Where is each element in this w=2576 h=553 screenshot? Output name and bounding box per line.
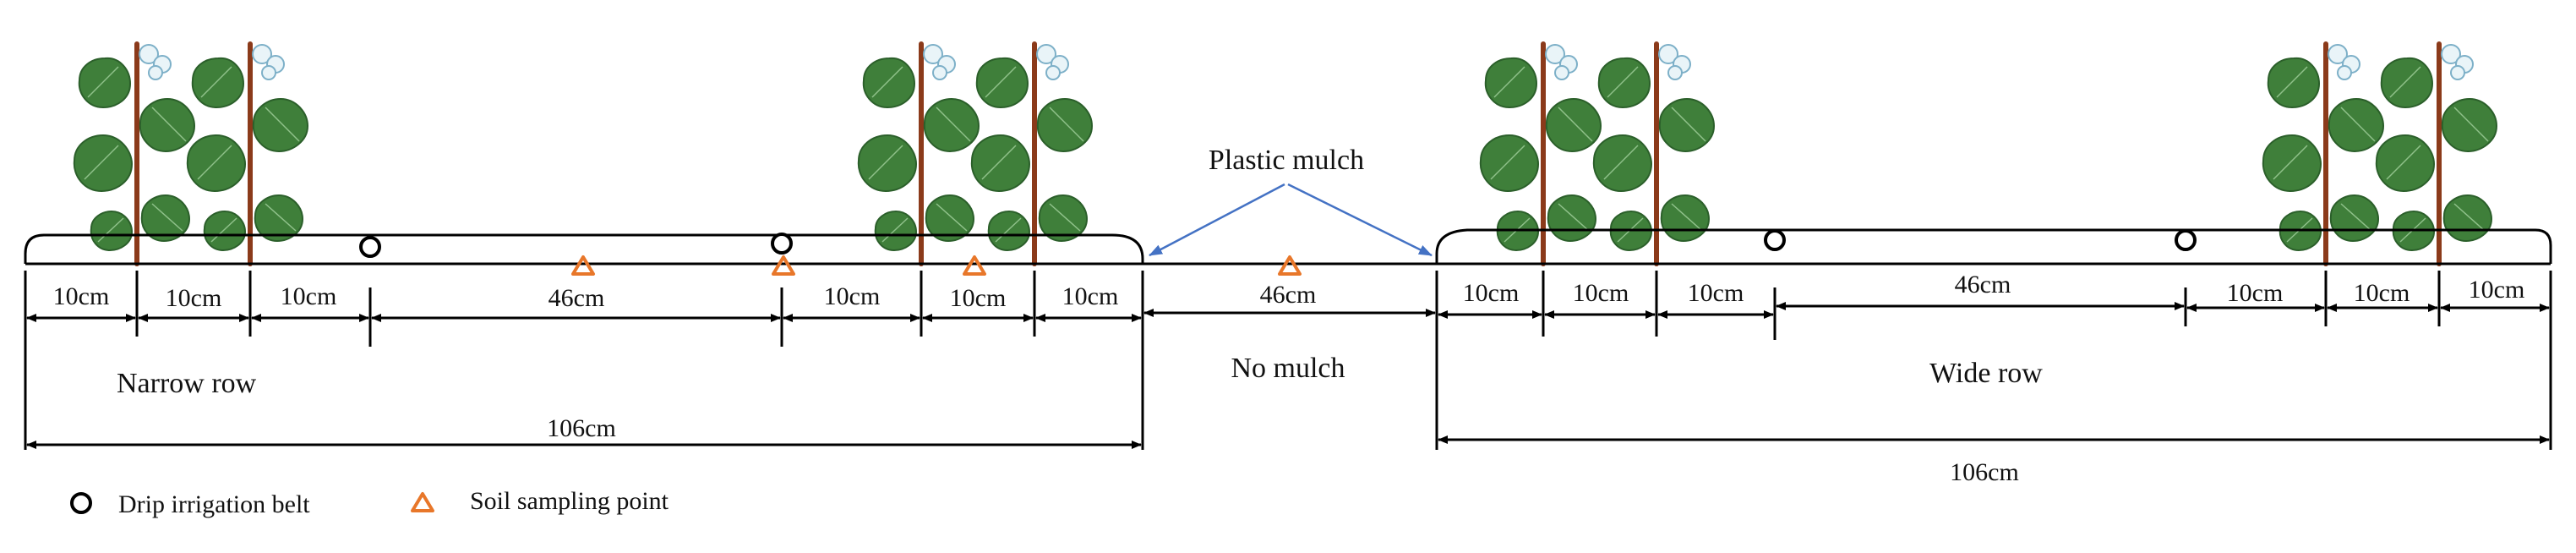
dimension-label: 10cm — [2227, 279, 2284, 307]
dimension-label: 10cm — [950, 284, 1007, 312]
drip-belt-marker — [2175, 229, 2197, 251]
dimension-label: 10cm — [1688, 279, 1744, 307]
legend: Drip irrigation belt Soil sampling point — [70, 487, 669, 518]
right-mulch-outline — [1435, 228, 2552, 264]
soil-sampling-marker — [772, 255, 795, 276]
drip-belt-marker — [771, 233, 793, 255]
no-mulch-label: No mulch — [1231, 353, 1345, 384]
drip-belt-marker — [359, 236, 381, 258]
dimension-label: 10cm — [53, 282, 110, 310]
dimension-label: 10cm — [166, 284, 222, 312]
dimension-label: 46cm — [548, 284, 605, 312]
soil-legend-label: Soil sampling point — [470, 487, 669, 515]
gap-dimension-label: 46cm — [1260, 281, 1317, 309]
cotton-plant — [859, 44, 979, 264]
narrow-row-label: Narrow row — [117, 368, 257, 399]
wide-row-label: Wide row — [1929, 358, 2043, 389]
drip-legend-label: Drip irrigation belt — [118, 490, 310, 518]
soil-legend-icon — [411, 492, 434, 512]
dimension-label: 10cm — [1062, 282, 1119, 310]
left-mulch-outline — [24, 233, 1144, 264]
mulch-arrow-left — [1149, 183, 1285, 257]
cotton-plant — [74, 44, 194, 264]
dimension-label: 10cm — [2354, 279, 2410, 307]
soil-sampling-marker — [571, 255, 595, 276]
soil-sampling-marker — [963, 255, 986, 276]
drip-legend-icon — [70, 492, 92, 514]
dimension-label: 10cm — [1573, 279, 1629, 307]
right-dimension-row: 10cm 10cm 10cm 46cm 10cm 10cm 10cm Wide … — [1435, 271, 2552, 486]
dimension-label: 46cm — [1955, 271, 2011, 298]
dimension-label: 10cm — [2469, 276, 2525, 304]
left-dimension-row: 10cm 10cm 10cm 46cm 10cm 10cm 10cm Narro… — [24, 271, 1144, 450]
dimension-label: 10cm — [281, 282, 337, 310]
plastic-mulch-label: Plastic mulch — [1209, 145, 1364, 176]
drip-belt-marker — [1764, 229, 1786, 251]
mulch-arrow-right — [1287, 183, 1433, 257]
right-total-label: 106cm — [1950, 458, 2019, 486]
cotton-plant — [972, 44, 1092, 264]
soil-sampling-marker — [1278, 255, 1302, 276]
gap-dimension: 46cm No mulch — [1143, 281, 1436, 384]
cotton-plant — [188, 44, 308, 264]
left-total-label: 106cm — [547, 414, 616, 442]
dimension-label: 10cm — [1463, 279, 1520, 307]
dimension-label: 10cm — [824, 282, 881, 310]
